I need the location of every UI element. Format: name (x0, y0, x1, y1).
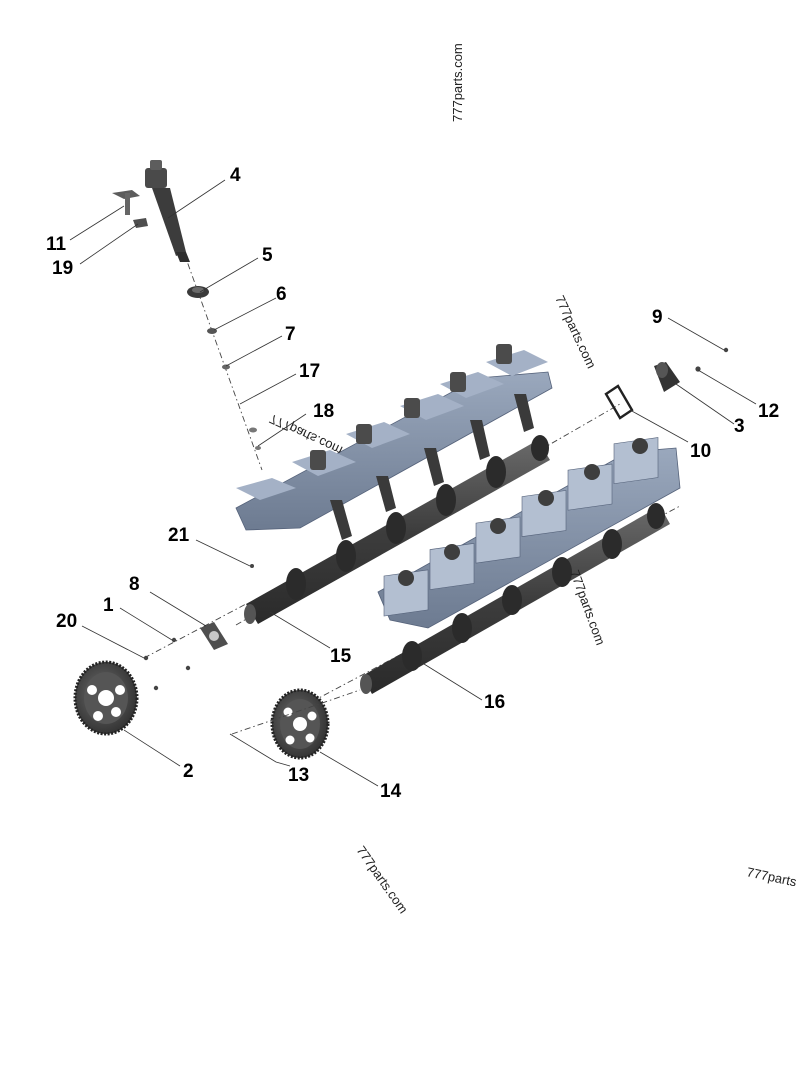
callout-20: 20 (56, 611, 77, 632)
bolt-9 (723, 347, 729, 353)
timing-gear-left (73, 660, 139, 736)
seal-ring (249, 427, 257, 433)
callout-1: 1 (103, 595, 114, 616)
callout-5: 5 (262, 245, 273, 266)
leader-lines (69, 179, 757, 787)
pump-unit-row (377, 437, 681, 629)
flange-plate (200, 622, 228, 650)
injector-assembly (112, 160, 263, 471)
watermark-top: 777parts.com (450, 43, 465, 122)
callout-8: 8 (129, 574, 140, 595)
callout-10: 10 (690, 441, 711, 462)
camshaft-upper (235, 403, 621, 626)
timing-gear-right (270, 688, 330, 760)
callout-13: 13 (288, 765, 309, 786)
bolts (143, 564, 254, 691)
callout-6: 6 (276, 284, 287, 305)
callout-7: 7 (285, 324, 296, 345)
watermark-center-right: 777parts.com (552, 293, 599, 371)
callout-labels: 4 11 19 5 6 7 17 18 9 12 3 10 21 8 1 20 … (46, 165, 779, 802)
callout-18: 18 (313, 401, 334, 422)
callout-14: 14 (380, 781, 402, 802)
injector-housing-row (235, 344, 553, 540)
callout-3: 3 (734, 416, 745, 437)
watermark-lower-mid: 777parts.com (567, 568, 608, 647)
callout-21: 21 (168, 525, 190, 546)
callout-11: 11 (46, 234, 67, 255)
callout-12: 12 (758, 401, 779, 422)
callout-15: 15 (330, 646, 352, 667)
injector (145, 160, 190, 262)
camshaft-lower (299, 503, 681, 709)
callout-2: 2 (183, 761, 194, 782)
callout-17: 17 (299, 361, 320, 382)
end-cover (654, 362, 680, 392)
watermark-bottom-right: 777parts (745, 864, 798, 889)
callout-4: 4 (230, 165, 241, 186)
clamp-bracket (112, 190, 148, 228)
callout-16: 16 (484, 692, 505, 713)
callout-19: 19 (52, 258, 73, 279)
o-ring (222, 364, 230, 370)
gasket (604, 384, 634, 420)
watermark-bottom: 777parts.com (354, 843, 411, 916)
callout-9: 9 (652, 307, 663, 328)
